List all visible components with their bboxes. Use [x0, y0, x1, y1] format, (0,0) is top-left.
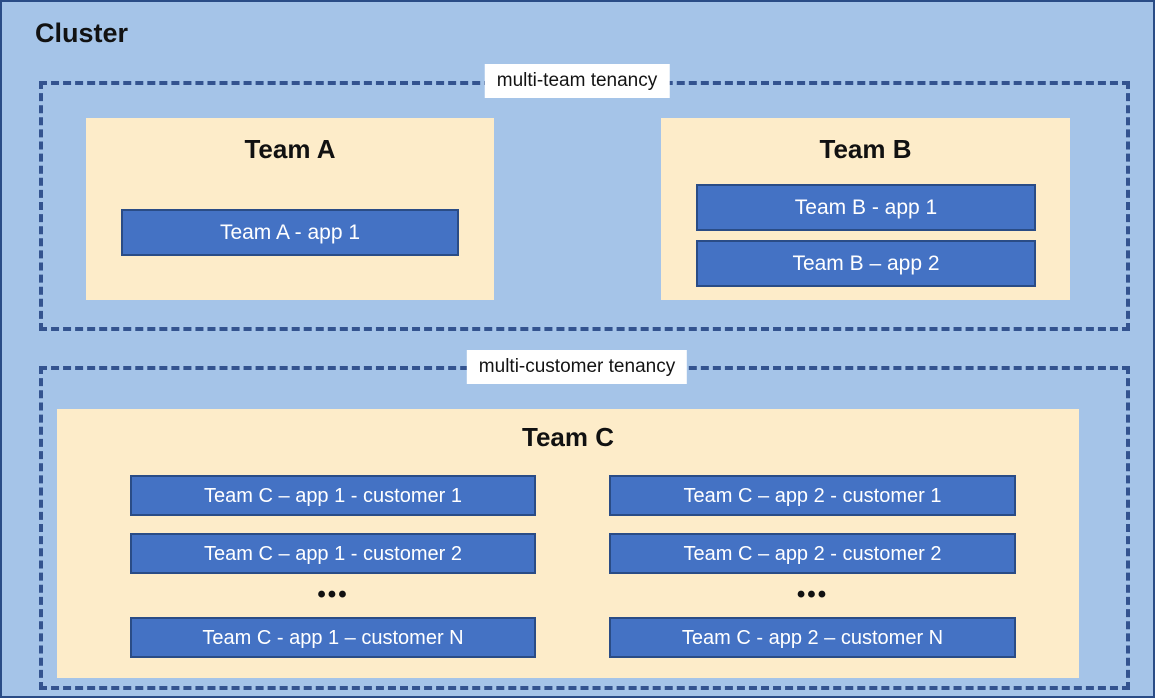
team-container-team-a: Team A Team A - app 1	[86, 118, 494, 300]
app-box-team-c-app-2-customer-2[interactable]: Team C – app 2 - customer 2	[609, 533, 1016, 574]
app-box-team-c-app-2-customer-1[interactable]: Team C – app 2 - customer 1	[609, 475, 1016, 516]
app-box-team-b-app-1[interactable]: Team B - app 1	[696, 184, 1036, 231]
page-title: Cluster	[35, 18, 129, 48]
app-box-team-c-app-2-customer-n[interactable]: Team C - app 2 – customer N	[609, 617, 1016, 658]
app-box-team-c-app-1-customer-1[interactable]: Team C – app 1 - customer 1	[130, 475, 536, 516]
team-title-team-c: Team C	[522, 422, 614, 452]
app-box-team-c-app-1-customer-n[interactable]: Team C - app 1 – customer N	[130, 617, 536, 658]
app-box-team-b-app-2[interactable]: Team B – app 2	[696, 240, 1036, 287]
team-title-team-b: Team B	[819, 134, 912, 164]
tenancy-label-multi-customer: multi-customer tenancy	[466, 350, 688, 384]
app-box-team-c-app-1-customer-2[interactable]: Team C – app 1 - customer 2	[130, 533, 536, 574]
team-container-team-c: Team C Team C – app 1 - customer 1 Team …	[57, 409, 1079, 678]
ellipsis-team-c-app-2: •••	[796, 581, 829, 608]
ellipsis-team-c-app-1: •••	[317, 581, 349, 608]
app-box-team-a-app-1[interactable]: Team A - app 1	[121, 209, 459, 256]
team-container-team-b: Team B Team B - app 1 Team B – app 2	[661, 118, 1070, 300]
tenancy-label-multi-team: multi-team tenancy	[484, 64, 670, 98]
team-title-team-a: Team A	[244, 134, 336, 164]
